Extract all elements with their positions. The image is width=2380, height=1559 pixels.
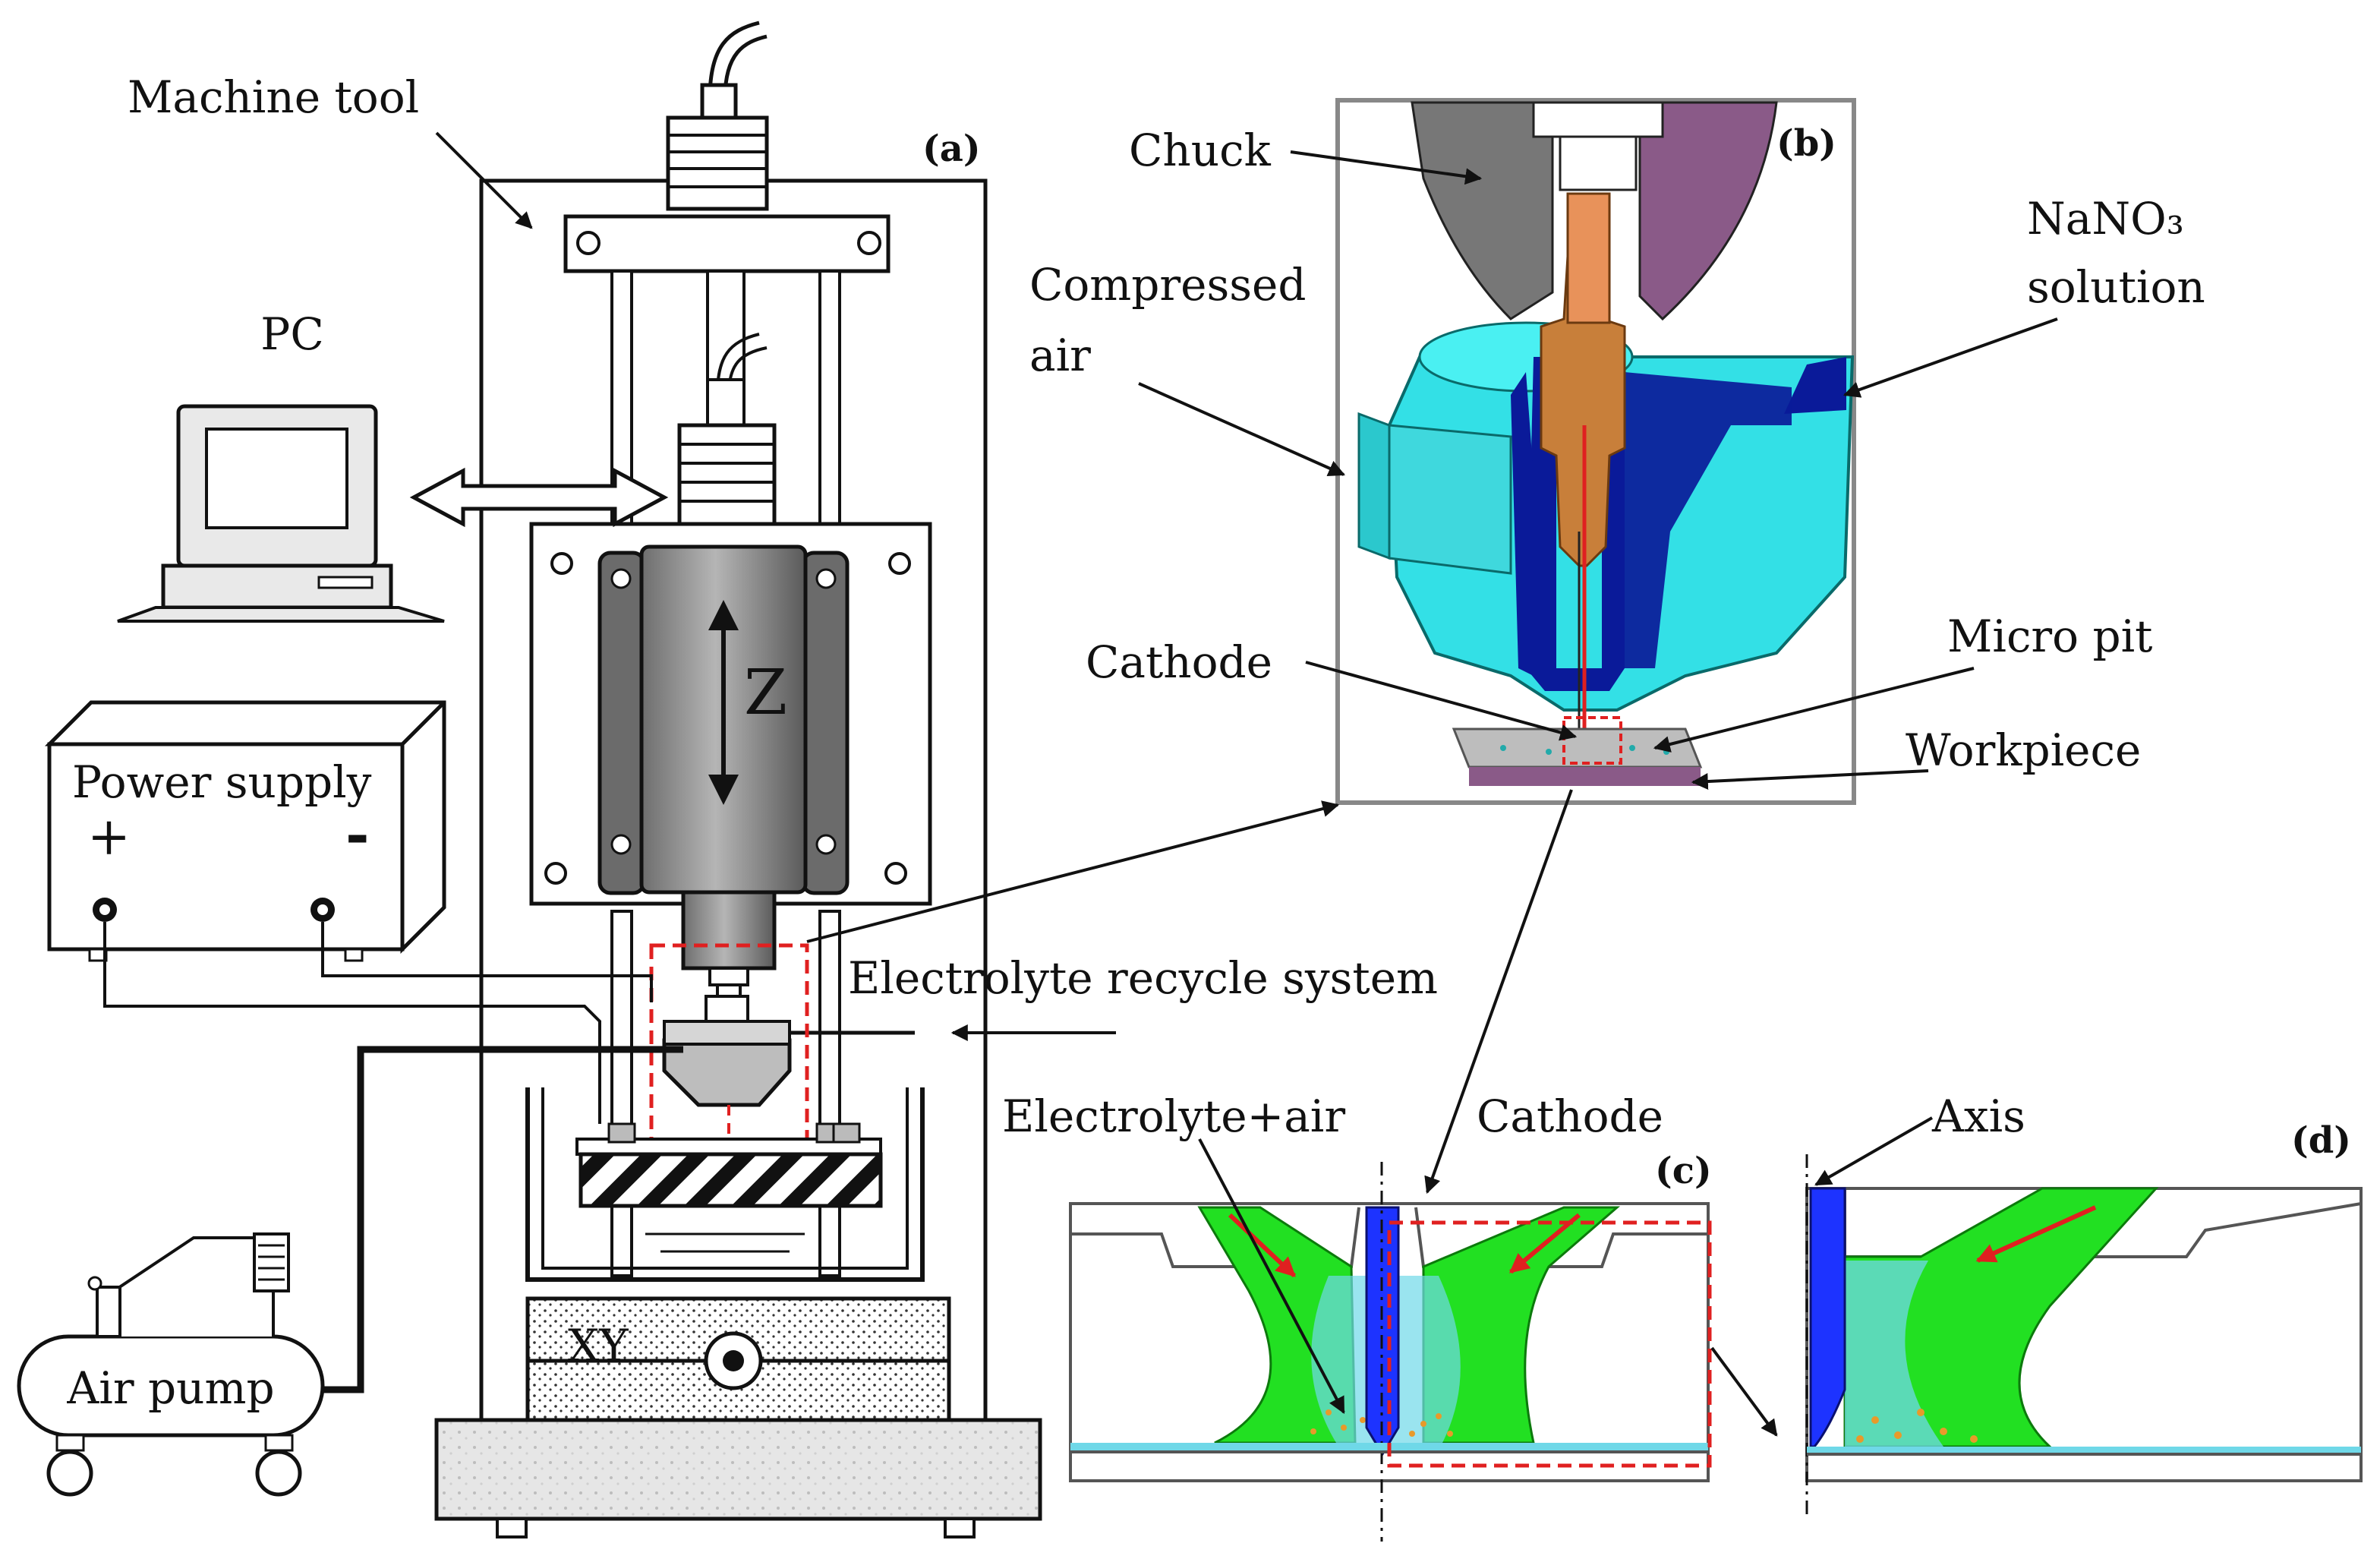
flow-region-right [1422,1206,1621,1444]
panel-b: (b) Chuck Compressed air NaNO₃ solution … [806,98,2205,1194]
power-minus: - [345,800,370,868]
cathode-label-b: Cathode [1086,636,1272,688]
air-pump [17,1232,325,1497]
panel-d-label: (d) [2291,1119,2351,1162]
power-supply [44,700,446,962]
pc-label: PC [260,308,323,360]
zoom-arrow-b-to-c [1424,789,1573,1194]
chuck-left [1411,101,1554,320]
pc-computer [117,404,445,623]
power-plus: + [87,807,131,867]
cathode-tool-d [1809,1187,1846,1448]
panel-b-label: (b) [1776,122,1836,165]
panel-c-zoom-box [1387,1220,1712,1468]
middle-spring [677,423,777,526]
compressed-air-label-1: Compressed [1029,259,1306,311]
machine-tool-label: Machine tool [128,71,419,123]
cathode-label-c: Cathode [1477,1090,1663,1142]
air-hose [323,1046,683,1393]
workpiece-block [1452,727,1703,768]
panel-c: (c) Electrolyte+air Cathode [1002,1090,1778,1542]
chuck-label: Chuck [1129,125,1272,176]
electrolyte-tank [525,1087,925,1282]
z-axis-label: Z [744,657,787,729]
nano3-label-1: NaNO₃ [2027,193,2184,245]
panel-a: Z XY [17,21,1438,1538]
electrolyte-air-label: Electrolyte+air [1002,1090,1345,1142]
top-crossbar [563,214,891,273]
chuck-right [1638,101,1778,321]
top-spring [666,115,769,211]
wire-negative [321,922,653,1002]
pc-machine-double-arrow [409,467,669,528]
wire-positive [103,922,601,1124]
compressed-air-label-2: air [1029,330,1091,381]
axis-label: Axis [1931,1090,2025,1142]
panel-c-label: (c) [1655,1150,1712,1192]
workpiece-label: Workpiece [1906,724,2141,776]
cathode-tool-c [1365,1206,1400,1456]
fixture-hatched [578,1152,883,1208]
electrolyte-recycle-label: Electrolyte recycle system [848,952,1438,1004]
power-supply-label: Power supply [72,756,372,808]
panel-d: (d) Axis [1805,1090,2363,1519]
air-pump-label: Air pump [66,1362,274,1414]
guide-rod-right [818,270,841,527]
micro-pit-label: Micro pit [1947,611,2153,662]
panel-a-label: (a) [922,128,981,170]
granite-base [434,1418,1042,1521]
zoom-arrow-a-to-b [806,800,1340,943]
top-connector [700,83,738,122]
xy-stage-label: XY [568,1320,629,1371]
nano3-label-2: solution [2027,261,2205,313]
